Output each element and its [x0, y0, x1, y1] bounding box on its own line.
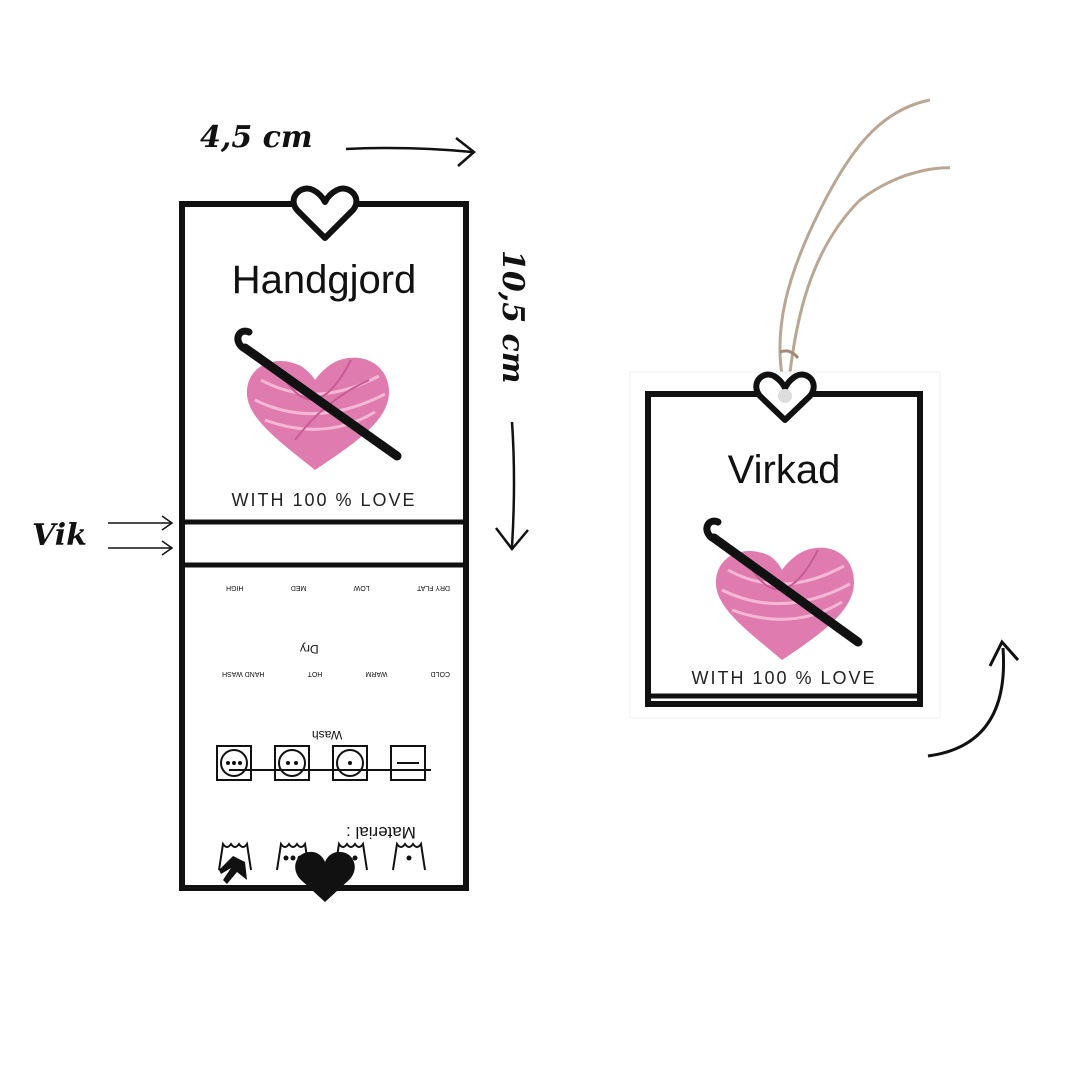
dry-section-label: Dry [300, 642, 319, 656]
fold-label: Vik [32, 518, 87, 553]
twine-icon [778, 98, 950, 391]
dry-label-low: LOW [353, 584, 370, 591]
hand-icon [219, 856, 247, 884]
width-arrow-icon [345, 146, 473, 154]
heart-outline-icon [290, 185, 360, 241]
tag-frame [179, 201, 469, 891]
heart-outline-icon [753, 371, 817, 423]
height-arrow-head-icon [495, 527, 529, 551]
height-arrow-icon [510, 421, 516, 548]
wash-symbols [216, 745, 426, 884]
tag-unfolded-title: Handgjord [231, 258, 417, 302]
dry-low-icon [332, 745, 368, 781]
wash-cold-icon [392, 841, 426, 871]
fold-arrow-2-head-icon [161, 540, 174, 556]
tag-folded-card [629, 371, 941, 719]
wash-hand-icon [218, 841, 252, 884]
dry-med-icon [274, 745, 310, 781]
dry-high-icon [216, 745, 252, 781]
wash-symbol-labels: COLD WARM HOT HAND WASH [222, 670, 450, 677]
wash-label-hot: HOT [307, 670, 323, 677]
curved-arrow-icon [927, 647, 1006, 758]
dry-flat-icon [390, 745, 426, 781]
wash-label-warm: WARM [365, 670, 388, 677]
dry-label-high: HIGH [226, 584, 244, 591]
crochet-hook-icon [703, 517, 863, 647]
yarn-heart-icon [715, 547, 854, 660]
curved-arrow-head-icon [988, 639, 1020, 667]
tag-unfolded-slogan: WITH 100 % LOVE [231, 490, 417, 510]
width-arrow-head-icon [455, 137, 476, 167]
dry-label-med: MED [290, 584, 307, 591]
wash-label-cold: COLD [430, 670, 450, 677]
material-label: Material : [346, 823, 416, 842]
wash-label-hand: HAND WASH [222, 670, 265, 677]
wash-section-label: Wash [312, 728, 343, 742]
fold-arrow-1-head-icon [161, 515, 174, 531]
tag-folded-slogan: WITH 100 % LOVE [691, 668, 877, 688]
tag-unfolded [179, 185, 469, 902]
tag-folded [629, 98, 950, 719]
dry-label-flat: DRY FLAT [416, 584, 450, 591]
heart-solid-icon [295, 851, 355, 902]
dry-symbol-labels: DRY FLAT LOW MED HIGH [226, 584, 450, 591]
width-label: 4,5 cm [200, 120, 313, 155]
tag-folded-title: Virkad [727, 448, 841, 492]
height-label: 10,5 cm [495, 250, 530, 384]
crochet-hook-icon [234, 327, 402, 461]
